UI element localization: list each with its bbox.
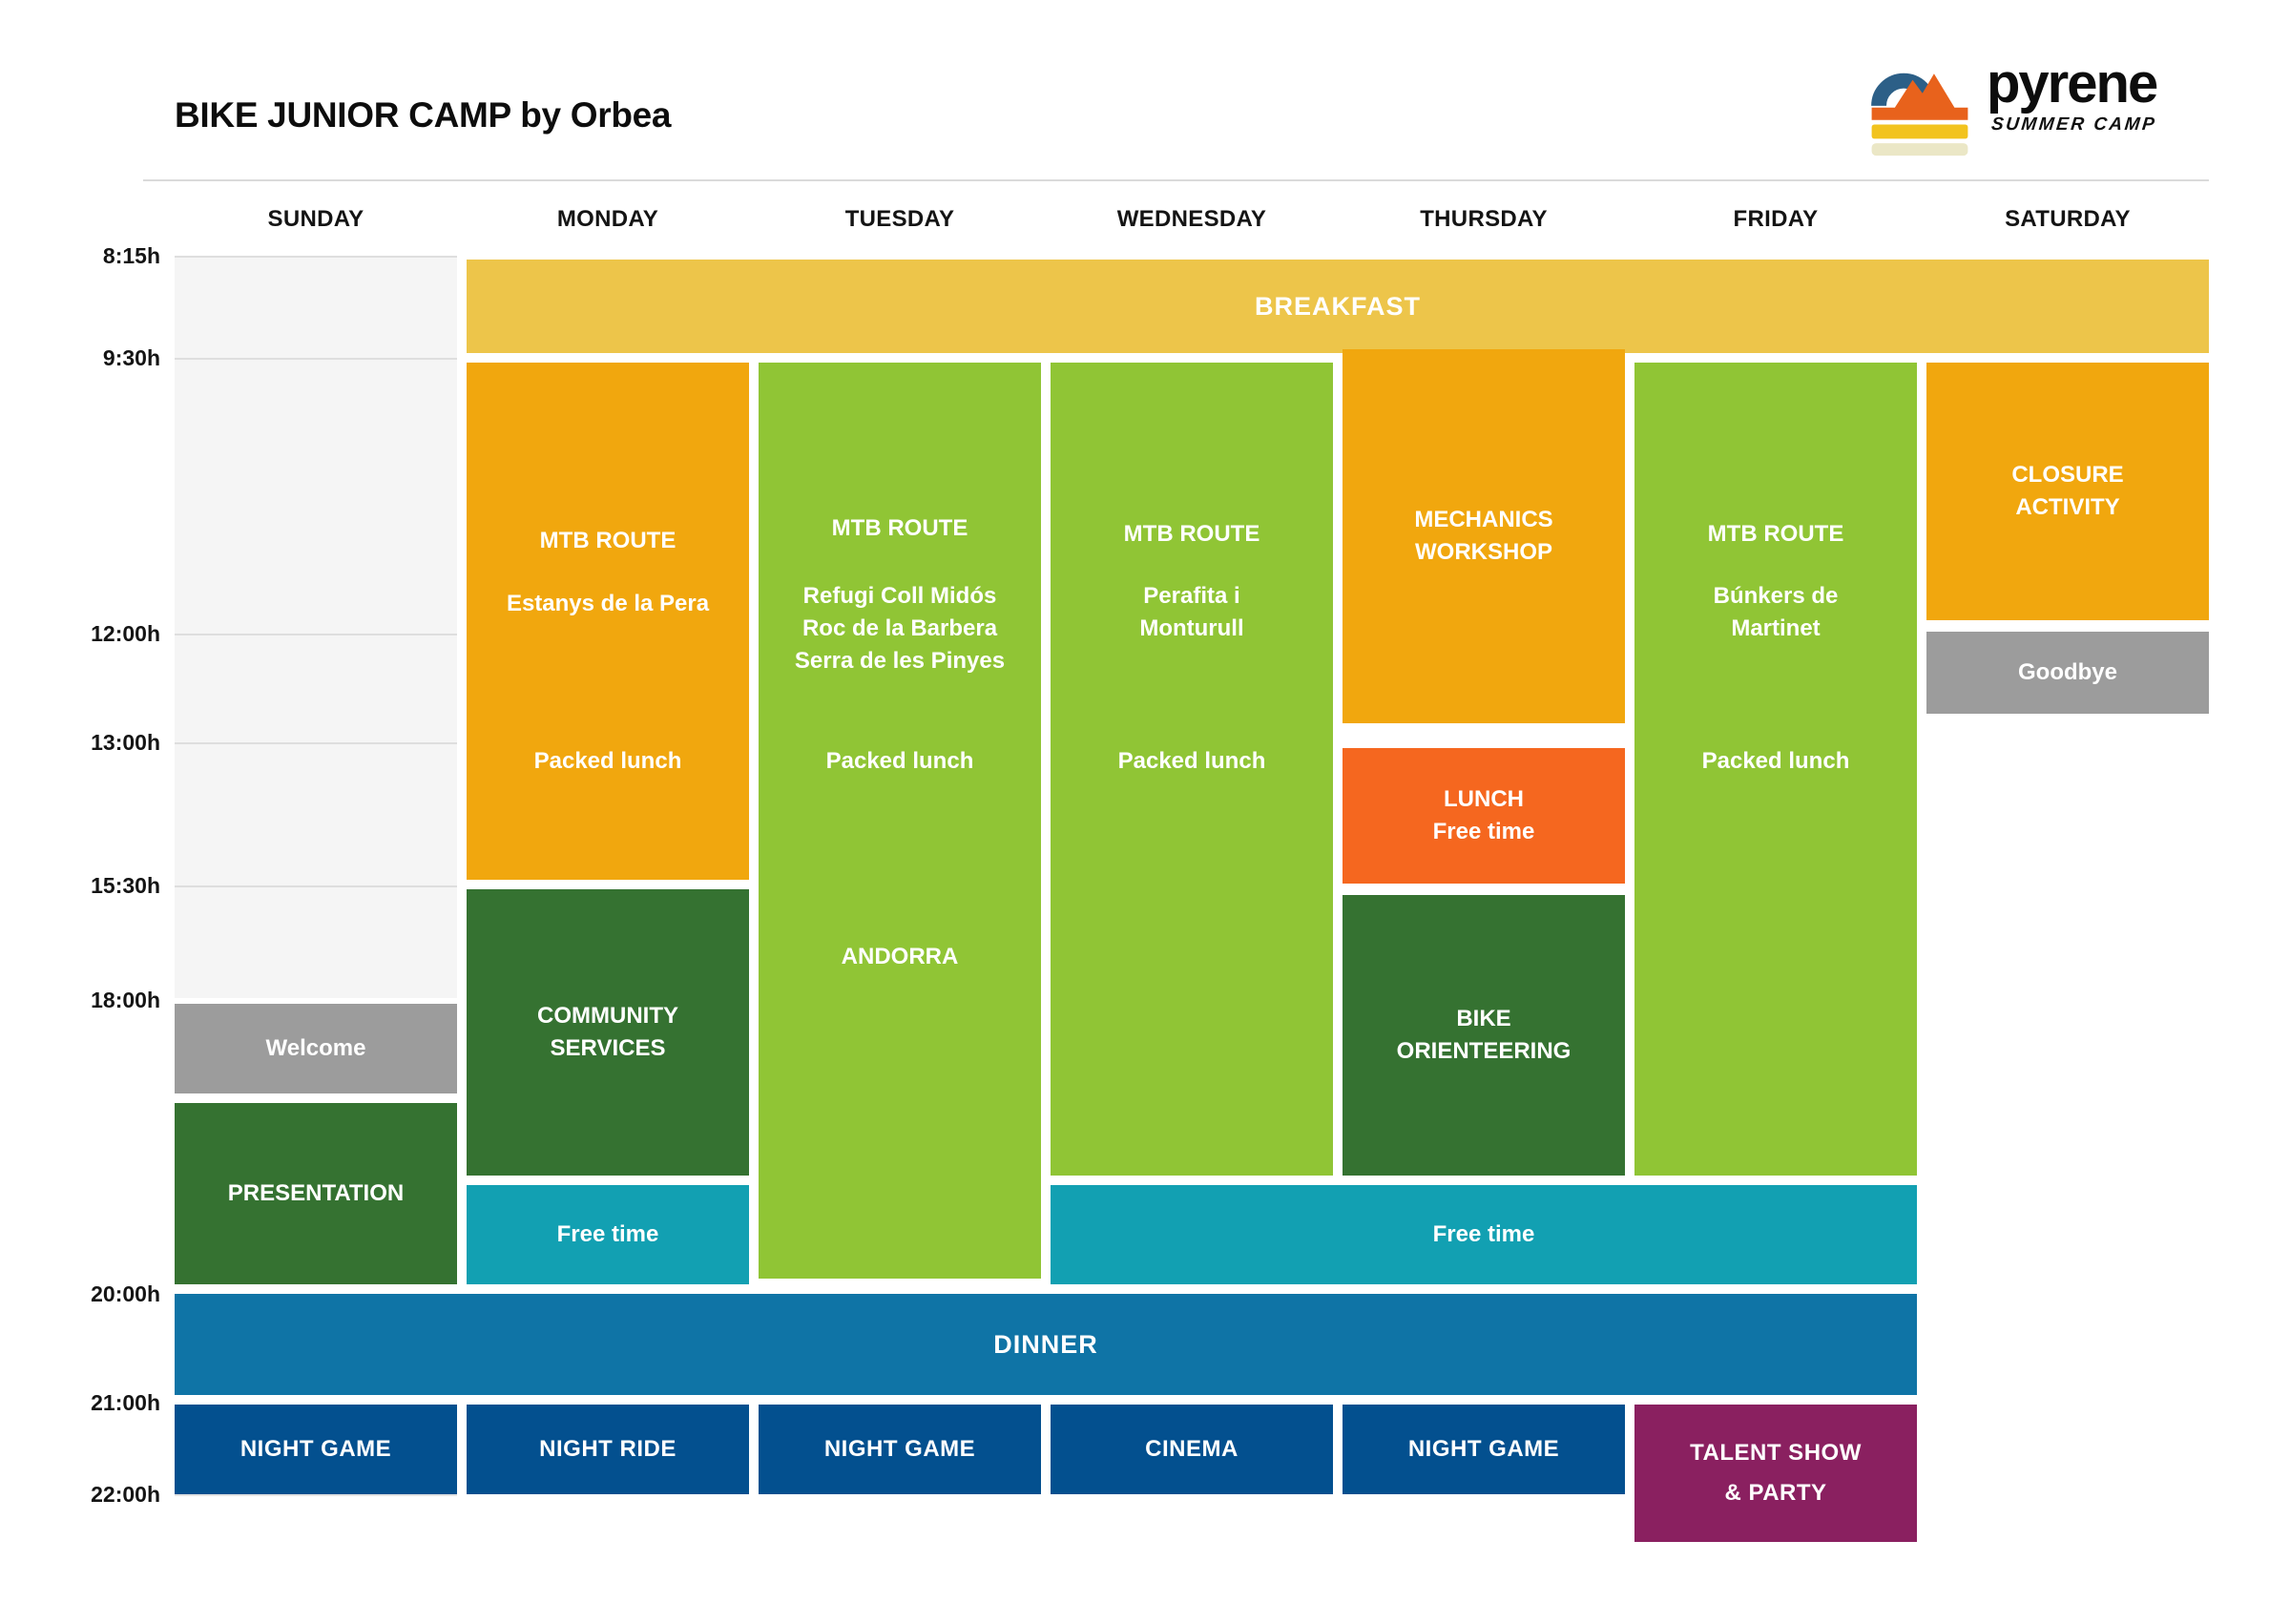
gridline-1300	[175, 742, 457, 744]
gridline-1530	[175, 885, 457, 887]
time-label-2000: 20:00h	[91, 1281, 160, 1306]
event-community-services: COMMUNITY SERVICES	[467, 889, 749, 1176]
event-mtb-route-tuesday-andorra: MTB ROUTE Refugi Coll Midós Roc de la Ba…	[759, 363, 1041, 1279]
event-closure-activity: CLOSURE ACTIVITY	[1926, 363, 2209, 620]
event-line: PRESENTATION	[227, 1180, 405, 1206]
event-line: Roc de la Barbera	[802, 615, 998, 641]
event-line: CINEMA	[1145, 1436, 1239, 1462]
day-header-wednesday: WEDNESDAY	[1116, 206, 1267, 232]
event-goodbye: Goodbye	[1926, 632, 2209, 714]
event-line: Free time	[1432, 1221, 1535, 1247]
event-line: NIGHT GAME	[1407, 1436, 1560, 1462]
day-header-sunday: SUNDAY	[267, 206, 364, 232]
event-cinema-wednesday: CINEMA	[1051, 1405, 1333, 1494]
time-label-1800: 18:00h	[91, 988, 160, 1012]
event-line: WORKSHOP	[1415, 539, 1552, 565]
event-line: Martinet	[1731, 615, 1821, 641]
brand-logo: pyrene SUMMER CAMP	[1866, 48, 2212, 162]
event-line: BIKE	[1456, 1006, 1511, 1031]
brand-tagline: SUMMER CAMP	[1989, 115, 2158, 135]
event-line: MTB ROUTE	[831, 515, 968, 541]
event-line: CLOSURE	[2011, 462, 2124, 488]
event-line: DINNER	[993, 1330, 1098, 1359]
time-label-1530: 15:30h	[91, 873, 160, 898]
time-label-0930: 9:30h	[102, 345, 160, 370]
time-label-2100: 21:00h	[91, 1390, 160, 1415]
gridline-2200	[175, 1494, 457, 1496]
event-welcome: Welcome	[175, 1004, 457, 1093]
mountain-sun-logo-icon	[1871, 73, 1968, 156]
event-line: Serra de les Pinyes	[794, 648, 1006, 674]
day-header-friday: FRIDAY	[1733, 206, 1819, 232]
event-night-game-tuesday: NIGHT GAME	[759, 1405, 1041, 1494]
event-line: MTB ROUTE	[1707, 521, 1844, 547]
event-line: Estanys de la Pera	[506, 591, 710, 616]
event-line: ANDORRA	[841, 944, 959, 969]
event-line: SERVICES	[550, 1035, 666, 1061]
event-line: ORIENTEERING	[1396, 1038, 1572, 1064]
time-label-2200: 22:00h	[91, 1482, 160, 1507]
day-header-thursday: THURSDAY	[1420, 206, 1548, 232]
event-mechanics-workshop: MECHANICS WORKSHOP	[1343, 349, 1625, 723]
event-line: Goodbye	[2017, 659, 2117, 685]
gridline-0930	[175, 358, 457, 360]
event-line: Packed lunch	[825, 748, 974, 774]
event-line: MECHANICS	[1414, 507, 1553, 532]
gridline-1200	[175, 634, 457, 635]
brand-name: pyrene	[1987, 52, 2158, 115]
event-line: NIGHT RIDE	[539, 1436, 677, 1462]
event-line: Free time	[1432, 819, 1535, 844]
event-line: Búnkers de	[1713, 583, 1839, 609]
event-line: BREAKFAST	[1254, 292, 1421, 321]
event-talent-show-party: TALENT SHOW & PARTY	[1634, 1405, 1917, 1542]
event-free-time-shared: Free time	[1051, 1185, 1917, 1284]
event-line: COMMUNITY	[537, 1003, 678, 1029]
event-line: MTB ROUTE	[1123, 521, 1260, 547]
sunday-empty-slot-panel	[175, 256, 457, 998]
event-line: NIGHT GAME	[823, 1436, 976, 1462]
gridline-0815	[175, 256, 457, 258]
day-header-monday: MONDAY	[556, 206, 659, 232]
event-lunch-free-time: LUNCH Free time	[1343, 748, 1625, 884]
event-line: Packed lunch	[1701, 748, 1850, 774]
event-line: Refugi Coll Midós	[802, 583, 997, 609]
event-bike-orienteering: BIKE ORIENTEERING	[1343, 895, 1625, 1176]
event-night-game-thursday: NIGHT GAME	[1343, 1405, 1625, 1494]
time-label-1200: 12:00h	[91, 621, 160, 646]
event-line: & PARTY	[1724, 1480, 1827, 1506]
event-line: Perafita i	[1143, 583, 1240, 609]
day-header-tuesday: TUESDAY	[844, 206, 955, 232]
time-label-0815: 8:15h	[102, 243, 160, 268]
event-night-game-sunday: NIGHT GAME	[175, 1405, 457, 1494]
event-presentation: PRESENTATION	[175, 1103, 457, 1284]
event-night-ride-monday: NIGHT RIDE	[467, 1405, 749, 1494]
event-line: LUNCH	[1444, 786, 1524, 812]
event-line: Monturull	[1139, 615, 1244, 641]
brand-logo-text: pyrene SUMMER CAMP	[1987, 52, 2158, 135]
time-label-1300: 13:00h	[91, 730, 160, 755]
event-line: Packed lunch	[533, 748, 682, 774]
day-header-saturday: SATURDAY	[2005, 206, 2131, 232]
event-line: Welcome	[265, 1035, 366, 1061]
event-mtb-route-monday: MTB ROUTE Estanys de la Pera Packed lunc…	[467, 363, 749, 880]
event-breakfast: BREAKFAST	[467, 260, 2209, 353]
event-line: Free time	[556, 1221, 659, 1247]
event-line: TALENT SHOW	[1690, 1440, 1862, 1466]
event-line: Packed lunch	[1117, 748, 1266, 774]
event-mtb-route-wednesday: MTB ROUTE Perafita i Monturull Packed lu…	[1051, 363, 1333, 1176]
event-line: MTB ROUTE	[539, 528, 677, 553]
event-free-time-monday: Free time	[467, 1185, 749, 1284]
event-mtb-route-friday: MTB ROUTE Búnkers de Martinet Packed lun…	[1634, 363, 1917, 1176]
page-title: BIKE JUNIOR CAMP by Orbea	[175, 95, 672, 135]
header-divider	[143, 179, 2209, 181]
event-line: ACTIVITY	[2015, 494, 2120, 520]
event-dinner: DINNER	[175, 1294, 1917, 1395]
event-line: NIGHT GAME	[239, 1436, 392, 1462]
